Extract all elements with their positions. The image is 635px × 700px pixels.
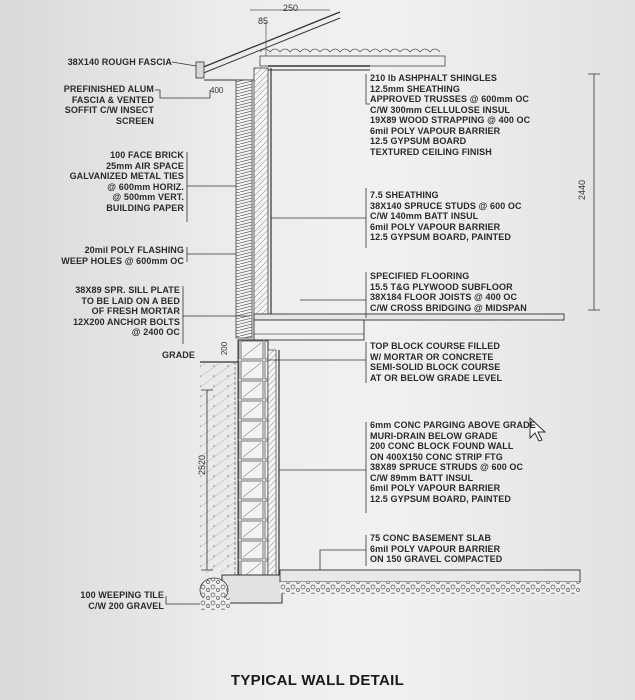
floor-assembly bbox=[253, 313, 565, 341]
basement-slab bbox=[279, 569, 581, 583]
note-grade: GRADE bbox=[162, 350, 196, 360]
dimension-foundation-height: 2520 bbox=[197, 454, 208, 476]
weeping-gravel bbox=[200, 598, 230, 610]
right-leader-lines bbox=[201, 73, 600, 571]
roof-assembly bbox=[195, 9, 446, 81]
slab-gravel bbox=[280, 582, 580, 594]
block-foundation-wall bbox=[237, 339, 269, 577]
dimension-slope: 85 bbox=[258, 16, 269, 26]
basement-stud-wall bbox=[267, 349, 277, 576]
note-fascia: 38X140 ROUGH FASCIA bbox=[67, 57, 172, 67]
dimension-soffit: 400 bbox=[210, 86, 224, 95]
dimension-overhang: 250 bbox=[283, 3, 299, 13]
brick-veneer bbox=[235, 79, 253, 339]
grade-and-soil bbox=[200, 361, 238, 575]
stud-wall bbox=[253, 67, 269, 319]
mouse-cursor-icon bbox=[529, 416, 547, 442]
left-leader-lines bbox=[155, 61, 250, 605]
drawing-caption: TYPICAL WALL DETAIL bbox=[230, 672, 405, 689]
dimension-wall-height: 2440 bbox=[577, 179, 588, 201]
dimension-sill-offset: 200 bbox=[220, 341, 230, 356]
strip-footing bbox=[221, 574, 283, 604]
